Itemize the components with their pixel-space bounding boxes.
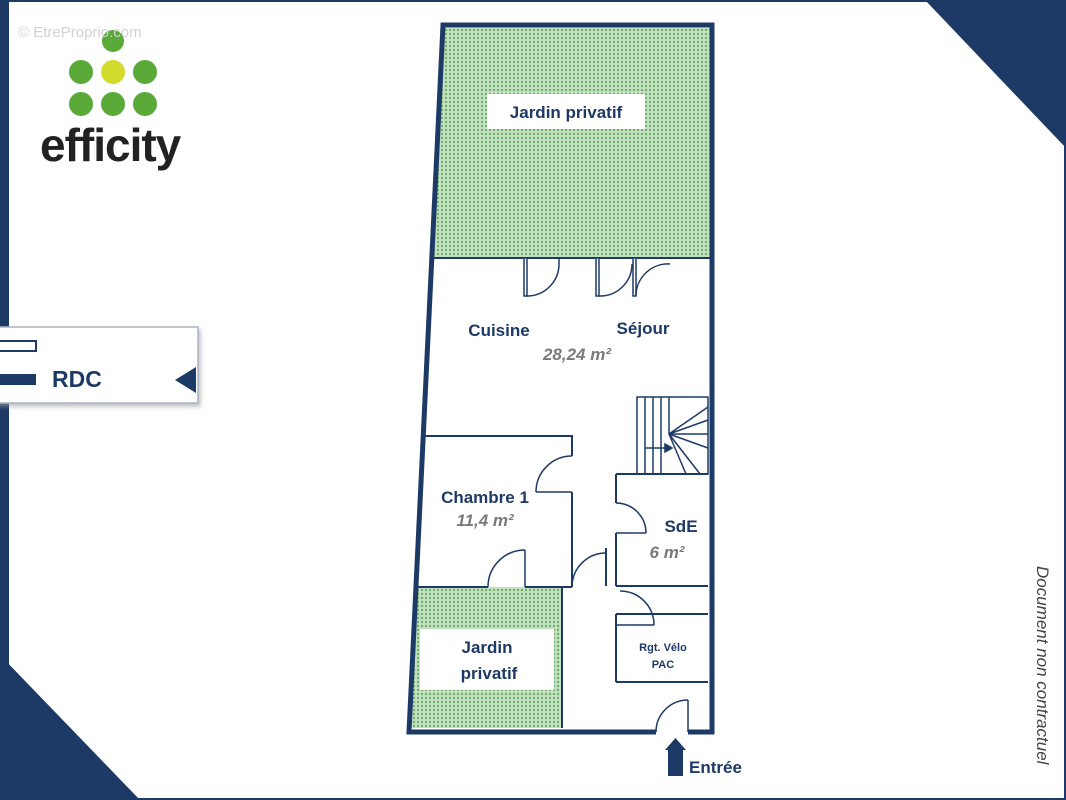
shower-room-label: SdE	[664, 517, 697, 536]
bedroom1-label: Chambre 1	[441, 488, 529, 507]
entrance-gap	[656, 728, 688, 736]
shower-room-area: 6 m²	[650, 543, 686, 562]
living-room-label: Séjour	[617, 319, 670, 338]
storage-label-2: PAC	[652, 659, 674, 671]
storage-label-1: Rgt. Vélo	[639, 642, 687, 654]
garden-top-area	[434, 28, 710, 258]
corner-bottom-left	[0, 655, 140, 800]
bedroom1-area: 11,4 m²	[456, 511, 515, 530]
staircase	[636, 396, 709, 475]
level-tab[interactable]	[0, 326, 199, 404]
doors	[487, 257, 671, 626]
garden-small-label-2: privatif	[461, 664, 518, 683]
brand-logo-icon	[69, 30, 157, 116]
disclaimer: Document non contractuel	[1030, 566, 1056, 792]
entrance-label: Entrée	[689, 758, 742, 777]
garden-top-label: Jardin privatif	[510, 103, 623, 122]
watermark: © EtreProprio.com	[18, 24, 142, 41]
entrance-door	[655, 699, 689, 733]
level-label: RDC	[52, 366, 102, 392]
entrance-arrow-icon	[665, 738, 686, 776]
brand-name: efficity	[40, 119, 181, 171]
outer-walls	[406, 22, 715, 735]
garden-small-label-1: Jardin	[461, 638, 512, 657]
kitchen-label: Cuisine	[468, 321, 529, 340]
garden-small-label-box	[420, 629, 554, 690]
corner-top-right	[925, 0, 1066, 148]
disclaimer-text: Document non contractuel	[1033, 566, 1052, 765]
living-area: 28,24 m²	[542, 345, 612, 364]
garden-top-label-box	[487, 94, 645, 129]
tab-arrow-icon	[175, 367, 196, 393]
